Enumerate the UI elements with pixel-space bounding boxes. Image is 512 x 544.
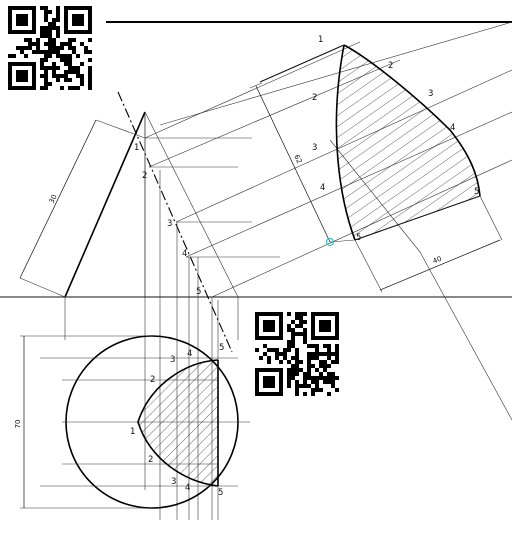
cone-front-view <box>64 111 239 298</box>
front-point-4: 4 <box>182 249 187 259</box>
section-point-5b: 5 <box>474 187 479 197</box>
plan-top-3: 3 <box>170 355 175 365</box>
plan-top-4: 4 <box>187 349 192 359</box>
dim-section-width: 40 <box>354 195 503 293</box>
cursor-marker <box>325 237 335 247</box>
plan-bottom-5: 5 <box>218 488 223 498</box>
plan-labels: 2 3 4 5 1 2 3 4 5 <box>130 343 224 498</box>
section-point-2a: 2 <box>312 93 317 103</box>
plan-top-2: 2 <box>150 375 155 385</box>
dim-plan-diameter: 70 <box>14 336 25 508</box>
projection-lines <box>64 21 512 520</box>
qr-code-top-left <box>8 6 92 90</box>
dim-height-label: 30 <box>48 193 59 205</box>
plan-bottom-2: 2 <box>148 455 153 465</box>
section-point-3a: 3 <box>312 143 317 153</box>
plan-center-1: 1 <box>130 427 135 437</box>
section-point-1: 1 <box>318 35 323 45</box>
dim-section-length-label: 62 <box>292 153 303 165</box>
section-point-4a: 4 <box>320 183 325 193</box>
true-shape-section <box>259 44 481 243</box>
section-point-5a: 5 <box>356 233 361 243</box>
plan-bottom-3: 3 <box>171 477 176 487</box>
section-hatched-area <box>336 45 480 240</box>
dim-plan-diameter-label: 70 <box>14 420 22 429</box>
section-point-2b: 2 <box>388 61 393 71</box>
cutting-plane-line <box>117 91 233 353</box>
section-labels: 1 2 2 3 3 4 4 5 5 <box>312 35 479 243</box>
front-point-2: 2 <box>142 171 147 181</box>
dim-section-width-label: 40 <box>432 255 443 266</box>
plan-view <box>20 335 250 509</box>
front-point-3: 3 <box>167 219 172 229</box>
front-point-1: 1 <box>134 143 139 153</box>
front-view-labels: 1 2 3 4 5 <box>134 143 201 297</box>
section-point-4b: 4 <box>450 123 455 133</box>
plan-bottom-4: 4 <box>185 483 190 493</box>
dim-height: 30 <box>19 119 146 298</box>
qr-code-middle <box>255 312 339 396</box>
plan-top-5: 5 <box>219 343 224 353</box>
plan-hatched-area <box>138 360 218 486</box>
front-point-5: 5 <box>196 287 201 297</box>
section-point-3b: 3 <box>428 89 433 99</box>
dim-section-length: 62 <box>249 82 331 243</box>
